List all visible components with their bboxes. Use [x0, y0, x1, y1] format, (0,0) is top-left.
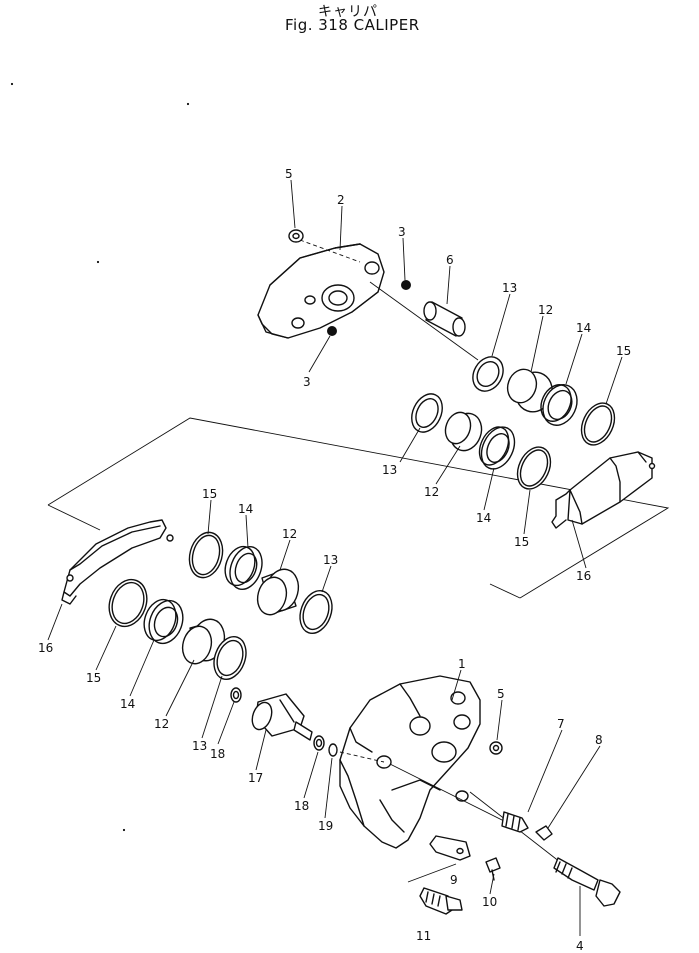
- speck: [186, 102, 190, 106]
- callout-5-lower: 5: [497, 687, 505, 701]
- retaining-ring-15-lower: [108, 578, 148, 628]
- leader-lines: [47, 179, 623, 936]
- piston-12-middle: [256, 568, 300, 616]
- seal-ring-13-upper-a: [472, 356, 504, 392]
- callout-6: 6: [446, 253, 454, 267]
- callout-2: 2: [337, 193, 345, 207]
- callout-4: 4: [576, 939, 584, 953]
- callout-16-left: 16: [38, 641, 53, 655]
- callout-10: 10: [482, 895, 497, 909]
- alignment-line: [389, 763, 511, 825]
- washer-18-lower: [313, 735, 325, 751]
- plug-3-upper: [401, 280, 411, 290]
- callout-12-a: 12: [538, 303, 553, 317]
- figure-title-english: Fig. 318 CALIPER: [285, 16, 420, 34]
- piston-12-upper-a: [506, 368, 553, 413]
- callout-14-b: 14: [476, 511, 491, 525]
- caliper-body-main: [339, 675, 481, 849]
- seal-ring-13-middle: [299, 589, 333, 635]
- boot-14-upper-b: [478, 426, 516, 470]
- callout-14-c: 14: [238, 502, 253, 516]
- caliper-body-upper: [257, 243, 385, 339]
- boot-14-upper-a: [540, 384, 578, 426]
- cap-8: [535, 825, 553, 841]
- bolt-4: [553, 857, 621, 907]
- callout-labels: 5 2 3 6 3 13 12 14 15 13 12 14 15 16 15 …: [38, 167, 631, 953]
- callout-12-b: 12: [424, 485, 439, 499]
- callout-13-c: 13: [323, 553, 338, 567]
- callout-19: 19: [318, 819, 333, 833]
- washer-5-lower: [489, 741, 503, 755]
- figure-title-japanese: キャリパ: [318, 4, 378, 20]
- callout-9: 9: [450, 873, 458, 887]
- callout-15-a: 15: [616, 344, 631, 358]
- speck: [96, 260, 100, 264]
- plug-3-lower: [327, 326, 337, 336]
- speck: [122, 828, 126, 832]
- washer-18-upper: [230, 687, 242, 703]
- alignment-line: [339, 751, 385, 763]
- callout-13-b: 13: [382, 463, 397, 477]
- speck: [10, 82, 14, 86]
- connector-17: [251, 693, 313, 741]
- callout-14-a: 14: [576, 321, 591, 335]
- bolt-10: [485, 857, 501, 881]
- brake-pad-16-left: [61, 519, 174, 605]
- callout-15-c: 15: [202, 487, 217, 501]
- bolt-11: [419, 887, 463, 915]
- piston-12-upper-b: [444, 411, 483, 452]
- callout-15-d: 15: [86, 671, 101, 685]
- bleeder-screw-7: [501, 811, 529, 833]
- callout-14-d: 14: [120, 697, 135, 711]
- callout-8: 8: [595, 733, 603, 747]
- callout-18-upper: 18: [210, 747, 225, 761]
- callout-3-upper: 3: [398, 225, 406, 239]
- callout-7: 7: [557, 717, 565, 731]
- brake-pad-16-right: [551, 451, 656, 529]
- leader-line: [407, 863, 457, 883]
- washer-19: [328, 743, 338, 757]
- assembly-plane-outline: [47, 417, 670, 599]
- callout-18-lower: 18: [294, 799, 309, 813]
- callout-11: 11: [416, 929, 431, 943]
- retaining-ring-15-middle: [188, 531, 224, 579]
- retaining-ring-15-upper-b: [516, 446, 552, 490]
- pin-6: [423, 301, 466, 337]
- boot-14-lower: [143, 598, 184, 645]
- callout-15-b: 15: [514, 535, 529, 549]
- callout-5-upper: 5: [285, 167, 293, 181]
- seal-ring-13-upper-b: [411, 393, 443, 433]
- callout-17: 17: [248, 771, 263, 785]
- boot-14-middle: [224, 545, 263, 591]
- callout-3-lower: 3: [303, 375, 311, 389]
- washer-5-upper: [288, 229, 304, 243]
- retaining-ring-15-upper-a: [580, 402, 616, 446]
- alignment-line: [369, 281, 479, 361]
- callout-12-d: 12: [154, 717, 169, 731]
- callout-16-right: 16: [576, 569, 591, 583]
- callout-13-d: 13: [192, 739, 207, 753]
- plate-9: [429, 835, 471, 861]
- callout-13-a: 13: [502, 281, 517, 295]
- title-block: キャリパ Fig. 318 CALIPER: [0, 0, 699, 40]
- piston-12-lower: [181, 618, 226, 665]
- alignment-line: [299, 239, 361, 263]
- callout-12-c: 12: [282, 527, 297, 541]
- seal-ring-13-lower: [213, 635, 247, 681]
- callout-1: 1: [458, 657, 466, 671]
